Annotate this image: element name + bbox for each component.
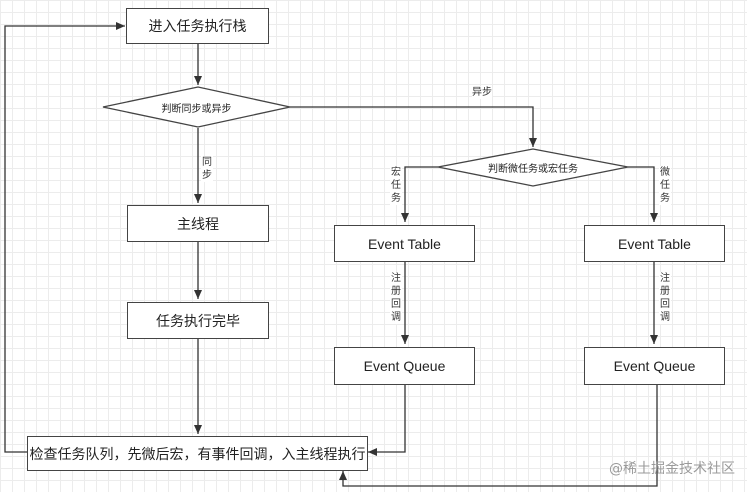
edge-loop-back bbox=[4, 22, 125, 453]
edge-queue-micro-to-check bbox=[339, 385, 658, 487]
edge-queue-macro-to-check bbox=[368, 385, 406, 456]
watermark: @稀土掘金技术社区 bbox=[609, 461, 735, 477]
decision-sync-async-shape bbox=[102, 86, 291, 128]
node-task-done: 任务执行完毕 bbox=[127, 302, 269, 339]
edge-macro bbox=[401, 166, 438, 222]
edge-micro bbox=[628, 166, 658, 222]
edge-label-macro: 宏任务 bbox=[390, 166, 402, 205]
node-enter-stack: 进入任务执行栈 bbox=[126, 8, 269, 44]
decision-micro-macro-label: 判断微任务或宏任务 bbox=[488, 163, 578, 175]
edge-async bbox=[290, 106, 537, 147]
node-event-queue-macro: Event Queue bbox=[334, 347, 475, 385]
edge-label-sync: 同步 bbox=[201, 156, 213, 182]
node-main-thread: 主线程 bbox=[127, 205, 269, 242]
edge-label-register-macro: 注册回调 bbox=[390, 272, 402, 324]
edge-label-async: 异步 bbox=[472, 86, 492, 99]
edge-label-micro: 微任务 bbox=[659, 166, 671, 205]
node-event-table-macro: Event Table bbox=[334, 225, 475, 262]
node-event-table-micro: Event Table bbox=[584, 225, 725, 262]
node-check-queue: 检查任务队列，先微后宏，有事件回调，入主线程执行 bbox=[27, 436, 368, 471]
node-event-queue-micro: Event Queue bbox=[584, 347, 725, 385]
decision-sync-async-label: 判断同步或异步 bbox=[161, 103, 232, 115]
edge-label-register-micro: 注册回调 bbox=[659, 272, 671, 324]
decision-micro-macro-shape bbox=[437, 148, 629, 187]
